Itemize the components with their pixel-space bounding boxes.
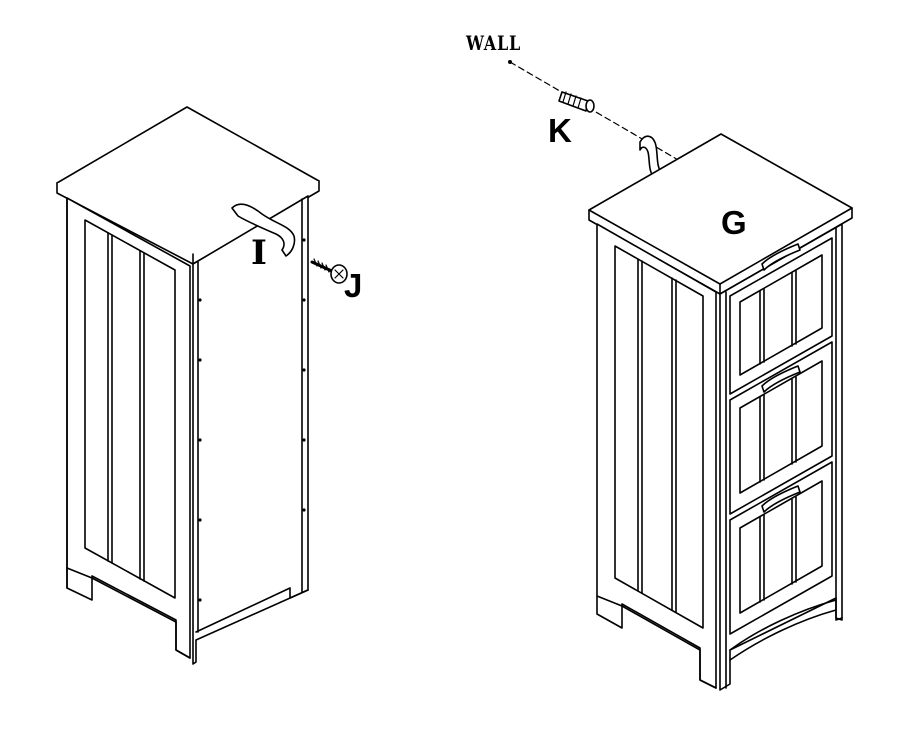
left-cabinet-back [193,196,308,664]
part-label-j: J [344,267,363,304]
strap-bracket-i [232,204,295,256]
right-cabinet [589,134,852,690]
screw-j [312,259,347,283]
wall-plug-k [559,92,594,112]
part-label-k: K [548,112,572,149]
wall-label: WALL [466,31,522,55]
right-cabinet-side [597,224,716,688]
drawer-2 [730,342,832,514]
wall-alignment-line [510,62,735,193]
left-cabinet [57,107,347,664]
part-label-i: I [251,233,267,273]
drawer-1 [730,238,832,394]
left-cabinet-front [67,198,190,658]
part-label-g: G [721,204,747,241]
drawer-3 [730,462,832,634]
